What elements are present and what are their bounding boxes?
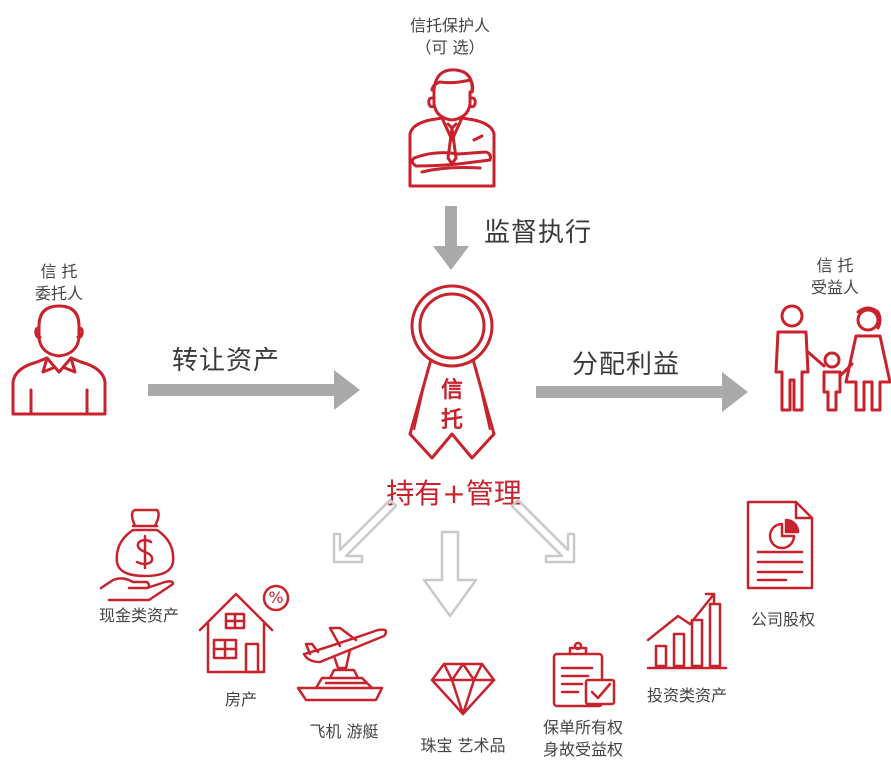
distribute-label: 分配利益: [572, 350, 681, 380]
hold-manage-label: 持有+管理: [386, 477, 522, 510]
beneficiary-line2: 受益人: [810, 278, 859, 297]
asset-arrow-down: [422, 530, 478, 618]
trust-seal-text-2: 托: [440, 408, 463, 433]
trust-seal-text-1: 信: [440, 378, 463, 403]
protector-title: 信托保护人: [409, 16, 490, 35]
businessman-icon: [408, 68, 496, 188]
asset-plane-yacht-label: 飞机 游艇: [309, 722, 379, 741]
asset-cash-label: 现金类资产: [98, 606, 179, 625]
yacht-icon: [296, 668, 384, 702]
trust-seal-icon: [408, 284, 496, 460]
settlor-line1: 信 托: [40, 262, 78, 281]
report-pie-icon: [746, 500, 814, 590]
asset-equity-label: 公司股权: [750, 610, 815, 629]
asset-insurance-label-1: 保单所有权: [542, 718, 623, 737]
protector-note: （可 选）: [415, 38, 485, 57]
transfer-arrow: [148, 370, 360, 410]
money-bag-icon: [99, 508, 175, 602]
beneficiary-line1: 信 托: [816, 256, 854, 275]
person-icon: [11, 304, 107, 416]
settlor-line2: 委托人: [34, 284, 83, 303]
airplane-icon: [302, 626, 388, 670]
insurance-document-icon: [552, 641, 616, 708]
supervise-arrow: [433, 206, 469, 270]
asset-arrow-left: [332, 498, 398, 564]
diamond-icon: [430, 662, 496, 716]
asset-investment-label: 投资类资产: [646, 686, 727, 705]
asset-jewelry-label: 珠宝 艺术品: [420, 736, 506, 755]
percent-icon: %: [268, 588, 284, 607]
supervise-label: 监督执行: [484, 218, 593, 248]
asset-arrow-right: [510, 498, 576, 564]
distribute-arrow: [536, 372, 748, 412]
house-icon: [198, 584, 290, 674]
family-icon: [774, 304, 891, 412]
asset-insurance-label-2: 身故受益权: [542, 740, 623, 759]
investment-chart-icon: [646, 592, 728, 670]
asset-house-label: 房产: [224, 690, 257, 709]
transfer-label: 转让资产: [172, 346, 281, 376]
